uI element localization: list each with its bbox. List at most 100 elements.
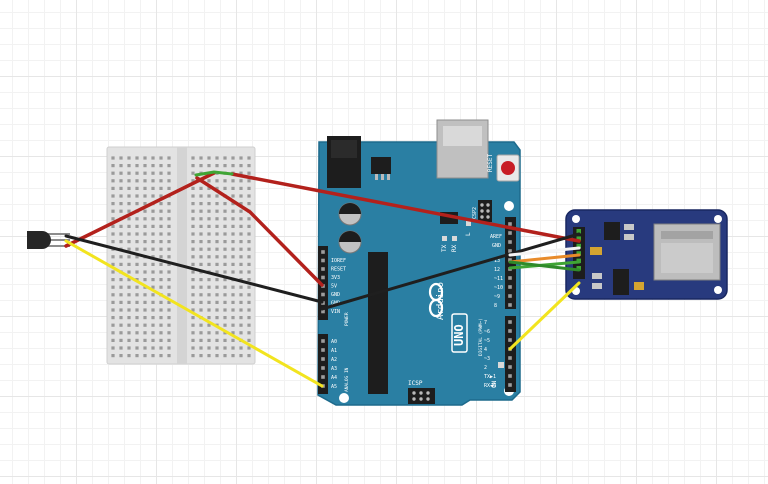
header-pin[interactable]: [321, 275, 325, 280]
breadboard-hole[interactable]: [247, 232, 251, 236]
breadboard-hole[interactable]: [127, 308, 131, 312]
breadboard-hole[interactable]: [247, 270, 251, 274]
breadboard-hole[interactable]: [159, 171, 163, 175]
breadboard-hole[interactable]: [151, 278, 155, 282]
breadboard-hole[interactable]: [151, 331, 155, 335]
header-pin[interactable]: [321, 375, 325, 379]
breadboard-hole[interactable]: [231, 255, 235, 259]
breadboard-hole[interactable]: [247, 308, 251, 312]
breadboard-hole[interactable]: [143, 224, 147, 228]
breadboard-hole[interactable]: [167, 224, 171, 228]
sd-pin[interactable]: [576, 266, 582, 271]
breadboard-hole[interactable]: [223, 186, 227, 190]
breadboard-hole[interactable]: [191, 224, 195, 228]
breadboard-hole[interactable]: [127, 300, 131, 304]
breadboard-hole[interactable]: [159, 316, 163, 320]
breadboard-hole[interactable]: [143, 217, 147, 221]
breadboard-hole[interactable]: [159, 270, 163, 274]
breadboard-hole[interactable]: [151, 164, 155, 168]
breadboard-hole[interactable]: [207, 323, 211, 327]
breadboard-hole[interactable]: [167, 255, 171, 259]
breadboard-hole[interactable]: [239, 209, 243, 213]
breadboard-hole[interactable]: [231, 293, 235, 297]
breadboard-hole[interactable]: [231, 164, 235, 168]
breadboard-hole[interactable]: [247, 300, 251, 304]
breadboard-hole[interactable]: [159, 240, 163, 244]
breadboard-hole[interactable]: [135, 156, 139, 160]
breadboard-hole[interactable]: [207, 217, 211, 221]
breadboard-hole[interactable]: [135, 323, 139, 327]
breadboard-hole[interactable]: [111, 202, 115, 206]
breadboard-hole[interactable]: [119, 164, 123, 168]
power-header[interactable]: [318, 246, 328, 320]
breadboard-hole[interactable]: [127, 164, 131, 168]
breadboard-hole[interactable]: [199, 285, 203, 289]
breadboard-hole[interactable]: [167, 240, 171, 244]
breadboard-hole[interactable]: [119, 232, 123, 236]
breadboard-hole[interactable]: [191, 278, 195, 282]
breadboard-hole[interactable]: [143, 308, 147, 312]
breadboard-hole[interactable]: [199, 346, 203, 350]
breadboard-hole[interactable]: [199, 323, 203, 327]
breadboard-hole[interactable]: [119, 224, 123, 228]
breadboard-hole[interactable]: [119, 300, 123, 304]
breadboard-hole[interactable]: [111, 255, 115, 259]
breadboard-hole[interactable]: [215, 293, 219, 297]
breadboard-hole[interactable]: [215, 202, 219, 206]
wire-red-sd-vcc[interactable]: [230, 172, 581, 243]
header-pin[interactable]: [321, 309, 325, 314]
breadboard-hole[interactable]: [151, 262, 155, 266]
breadboard-hole[interactable]: [143, 186, 147, 190]
breadboard-hole[interactable]: [223, 247, 227, 251]
breadboard-hole[interactable]: [111, 232, 115, 236]
breadboard-hole[interactable]: [127, 240, 131, 244]
breadboard-hole[interactable]: [151, 285, 155, 289]
breadboard-hole[interactable]: [119, 186, 123, 190]
breadboard-hole[interactable]: [215, 331, 219, 335]
breadboard-hole[interactable]: [135, 346, 139, 350]
breadboard-hole[interactable]: [231, 194, 235, 198]
breadboard-hole[interactable]: [135, 331, 139, 335]
breadboard-hole[interactable]: [231, 247, 235, 251]
breadboard-hole[interactable]: [159, 209, 163, 213]
breadboard-hole[interactable]: [207, 285, 211, 289]
breadboard-hole[interactable]: [239, 316, 243, 320]
breadboard-hole[interactable]: [191, 232, 195, 236]
breadboard-hole[interactable]: [119, 316, 123, 320]
header-pin[interactable]: [508, 383, 512, 387]
breadboard-hole[interactable]: [215, 156, 219, 160]
breadboard-hole[interactable]: [223, 300, 227, 304]
breadboard-hole[interactable]: [135, 240, 139, 244]
breadboard-hole[interactable]: [207, 308, 211, 312]
breadboard-hole[interactable]: [119, 255, 123, 259]
breadboard-hole[interactable]: [111, 346, 115, 350]
breadboard-hole[interactable]: [231, 232, 235, 236]
breadboard-hole[interactable]: [215, 346, 219, 350]
header-pin[interactable]: [508, 374, 512, 378]
breadboard-hole[interactable]: [119, 323, 123, 327]
breadboard-hole[interactable]: [159, 202, 163, 206]
breadboard-hole[interactable]: [135, 300, 139, 304]
breadboard-hole[interactable]: [151, 232, 155, 236]
breadboard-hole[interactable]: [239, 202, 243, 206]
breadboard-hole[interactable]: [191, 331, 195, 335]
breadboard-hole[interactable]: [247, 164, 251, 168]
breadboard-hole[interactable]: [223, 354, 227, 358]
breadboard-hole[interactable]: [143, 247, 147, 251]
breadboard-hole[interactable]: [247, 179, 251, 183]
breadboard-hole[interactable]: [143, 293, 147, 297]
breadboard-hole[interactable]: [199, 278, 203, 282]
header-pin[interactable]: [508, 365, 512, 369]
breadboard-hole[interactable]: [231, 186, 235, 190]
breadboard-hole[interactable]: [167, 331, 171, 335]
breadboard-hole[interactable]: [239, 331, 243, 335]
breadboard-hole[interactable]: [191, 217, 195, 221]
breadboard-hole[interactable]: [127, 262, 131, 266]
breadboard-hole[interactable]: [167, 323, 171, 327]
breadboard-hole[interactable]: [223, 338, 227, 342]
breadboard-hole[interactable]: [215, 316, 219, 320]
breadboard-hole[interactable]: [159, 224, 163, 228]
breadboard-hole[interactable]: [143, 354, 147, 358]
sd-pin[interactable]: [576, 229, 582, 234]
breadboard-hole[interactable]: [135, 262, 139, 266]
